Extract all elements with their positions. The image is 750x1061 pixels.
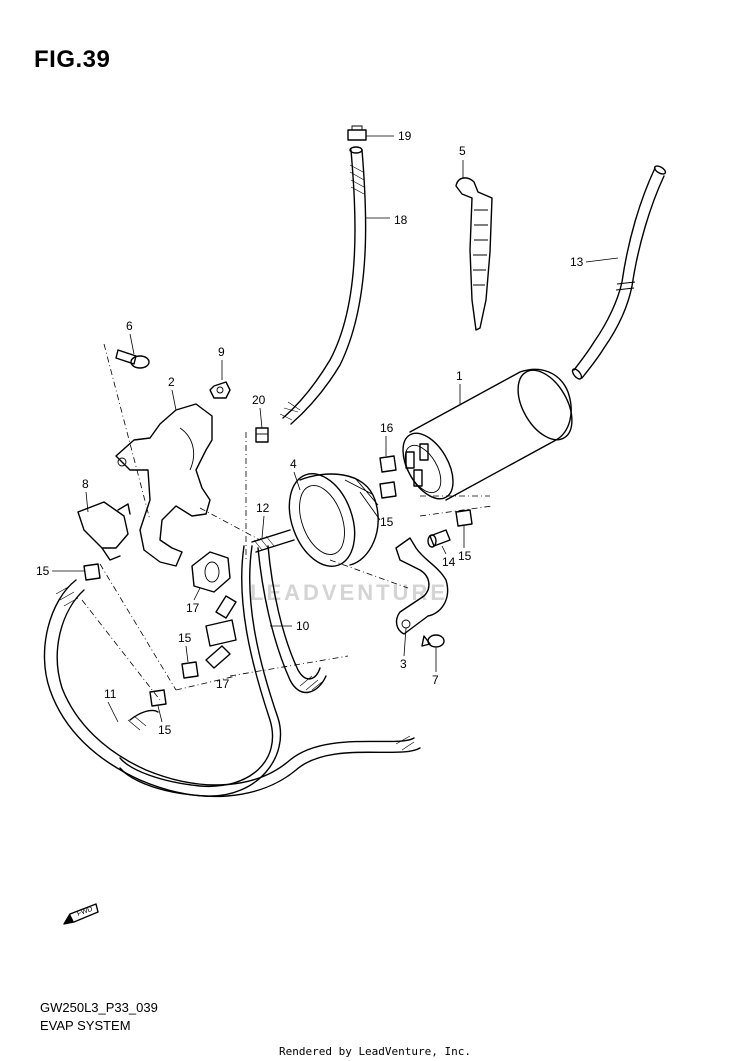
clamp-20[interactable]: [347, 125, 367, 141]
fwd-arrow-icon: FWD: [63, 903, 99, 925]
callout-17: 17: [216, 677, 230, 691]
callout-2: 2: [168, 375, 175, 389]
hose-10[interactable]: [257, 545, 327, 693]
callout-1: 1: [456, 369, 463, 383]
hose-14[interactable]: [427, 529, 451, 548]
figure-title: FIG.39: [34, 46, 111, 73]
callout-18: 18: [394, 213, 408, 227]
callout-4: 4: [290, 457, 297, 471]
reference-lines: [81, 343, 493, 701]
bolt-6[interactable]: [115, 349, 150, 369]
nut-9[interactable]: [209, 381, 231, 399]
fwd-label: FWD: [76, 906, 93, 918]
callout-14: 14: [442, 555, 456, 569]
callout-13: 13: [570, 255, 584, 269]
clamp-15-right[interactable]: [455, 509, 473, 527]
callout-6: 6: [126, 319, 133, 333]
hose-11[interactable]: [43, 545, 421, 798]
bracket-3[interactable]: [395, 537, 449, 635]
callout-19: 17: [186, 601, 200, 615]
bolt-7[interactable]: [421, 634, 445, 648]
system-name: EVAP SYSTEM: [40, 1018, 131, 1033]
callout-15-right: 15: [458, 549, 472, 563]
callout-8: 8: [82, 477, 89, 491]
callout-7: 7: [432, 673, 439, 687]
callout-15-lower: 15: [158, 723, 172, 737]
rubber-19[interactable]: [191, 551, 231, 593]
callout-9: 9: [218, 345, 225, 359]
hose-13[interactable]: [571, 164, 667, 380]
callout-labels: 19 18 5 13 1 6 9 2 20 16 4 8 12 15 15 14…: [36, 129, 619, 737]
holder-4[interactable]: [277, 465, 381, 576]
callout-10: 10: [296, 619, 310, 633]
hose-12[interactable]: [251, 529, 295, 553]
clamp-15-mid[interactable]: [181, 661, 199, 679]
watermark: LEADVENTURE: [250, 580, 449, 605]
hose-18[interactable]: [279, 146, 367, 425]
strap-5[interactable]: [455, 177, 493, 331]
callout-20: 19: [398, 129, 412, 143]
clamp-21[interactable]: [255, 427, 269, 443]
clamp-15-canister[interactable]: [379, 481, 397, 499]
callout-5: 5: [459, 144, 466, 158]
clamp-15-left[interactable]: [83, 563, 101, 581]
callout-16: 16: [380, 421, 394, 435]
valve-8[interactable]: [77, 501, 131, 561]
callout-21: 20: [252, 393, 266, 407]
callout-15-mid: 15: [178, 631, 192, 645]
clamp-15-lower[interactable]: [149, 689, 167, 707]
bracket-2[interactable]: [115, 403, 213, 567]
callout-12: 12: [256, 501, 270, 515]
callout-3: 3: [400, 657, 407, 671]
callout-15-left: 15: [36, 564, 50, 578]
joint-17[interactable]: [205, 595, 237, 669]
render-credit: Rendered by LeadVenture, Inc.: [278, 1045, 472, 1058]
callout-11: 11: [104, 687, 117, 701]
clamp-16[interactable]: [379, 455, 397, 473]
model-code: GW250L3_P33_039: [40, 1000, 158, 1015]
canister-1[interactable]: [393, 361, 583, 507]
callout-15-canister: 15: [380, 515, 394, 529]
